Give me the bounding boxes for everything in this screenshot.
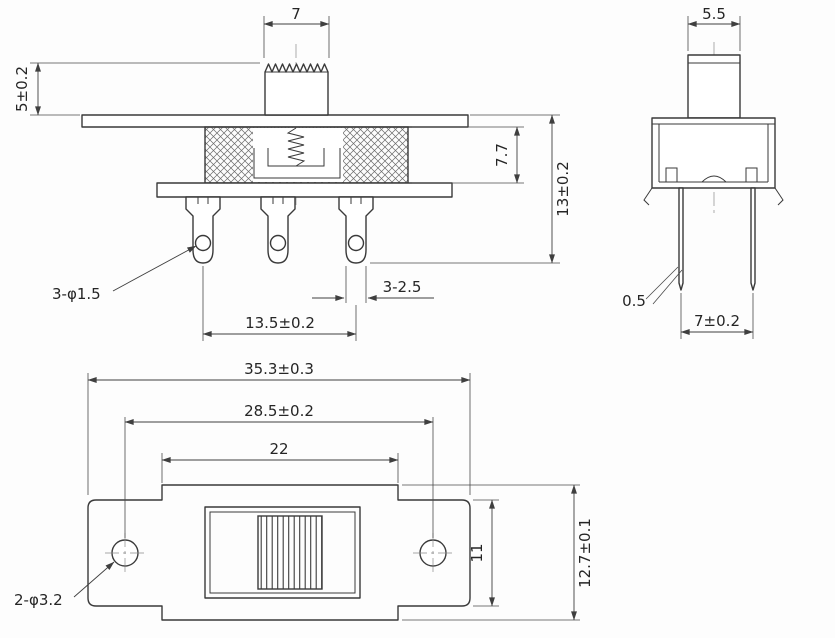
dim-body-length-label: 22 (269, 440, 288, 458)
front-view: 7 5±0.2 7.7 13±0.2 3-2.5 (13, 5, 572, 341)
label-terminal-holes: 3-φ1.5 (52, 245, 197, 303)
dim-knob-width: 7 (263, 5, 330, 58)
dim-overall-length: 35.3±0.3 (87, 360, 471, 495)
dim-body-length: 22 (161, 440, 399, 483)
front-spring (286, 127, 306, 167)
front-terminal-middle (260, 196, 296, 264)
side-view: 5.5 0.5 7±0.2 (622, 5, 784, 339)
dim-total-height-label: 13±0.2 (554, 161, 572, 217)
dim-terminal-width-label: 3-2.5 (383, 278, 422, 296)
dim-knob-depth: 5.5 (687, 5, 741, 51)
side-contact-left (665, 167, 678, 183)
dim-knob-height: 5±0.2 (13, 62, 260, 116)
dim-overall-width: 12.7±0.1 (402, 484, 594, 621)
label-terminal-holes-text: 3-φ1.5 (52, 285, 101, 303)
front-bottom-flange (156, 182, 453, 198)
side-pin-left (678, 187, 684, 291)
side-pin-right (750, 187, 756, 291)
side-contact-right (745, 167, 758, 183)
dim-hole-pitch-label: 28.5±0.2 (244, 402, 314, 420)
front-contact-slider (253, 148, 341, 179)
front-terminal-hole-right (347, 234, 365, 252)
side-body-inner-walls (652, 123, 775, 183)
bottom-slider-knob (257, 515, 323, 590)
dim-total-height: 13±0.2 (370, 114, 572, 264)
dim-overall-length-label: 35.3±0.3 (244, 360, 314, 378)
front-terminal-left (185, 196, 221, 264)
bottom-outline (87, 484, 471, 621)
dim-ear-width-label: 11 (468, 543, 486, 562)
dim-knob-height-label: 5±0.2 (13, 66, 31, 112)
front-terminal-hole-middle (269, 234, 287, 252)
bottom-body-window-inner (209, 511, 356, 594)
front-knob (264, 63, 329, 116)
dim-terminal-span-label: 13.5±0.2 (245, 314, 315, 332)
dim-hole-pitch: 28.5±0.2 (124, 402, 434, 538)
dim-ear-width: 11 (468, 499, 499, 607)
dim-body-height-label: 7.7 (493, 143, 511, 167)
label-mounting-holes-text: 2-φ3.2 (14, 591, 63, 609)
front-terminal-hole-left (194, 234, 212, 252)
dim-body-height: 7.7 (412, 126, 524, 184)
dim-pin-pitch: 7±0.2 (680, 293, 754, 339)
hole-centermark-left (105, 533, 145, 573)
front-mounting-plate (81, 114, 469, 128)
front-contact-inner (267, 148, 325, 167)
front-terminal-right (338, 196, 374, 264)
dim-terminal-width: 3-2.5 (312, 266, 434, 303)
side-knob (687, 54, 741, 119)
dim-knob-width-label: 7 (291, 5, 301, 23)
side-foot-left (643, 187, 653, 206)
hole-centermark-right (413, 533, 453, 573)
label-mounting-holes: 2-φ3.2 (14, 561, 115, 609)
bottom-body-window (204, 506, 361, 599)
dim-knob-depth-label: 5.5 (702, 5, 726, 23)
bottom-view: 35.3±0.3 28.5±0.2 22 11 12.7±0.1 (14, 360, 594, 621)
side-foot-right (774, 187, 784, 206)
dim-terminal-span: 13.5±0.2 (202, 266, 357, 341)
dim-overall-width-label: 12.7±0.1 (576, 518, 594, 588)
label-pin-thickness-text: 0.5 (622, 292, 646, 310)
dim-pin-pitch-label: 7±0.2 (694, 312, 740, 330)
side-contact-dome (701, 175, 727, 183)
label-pin-thickness: 0.5 (622, 266, 683, 310)
